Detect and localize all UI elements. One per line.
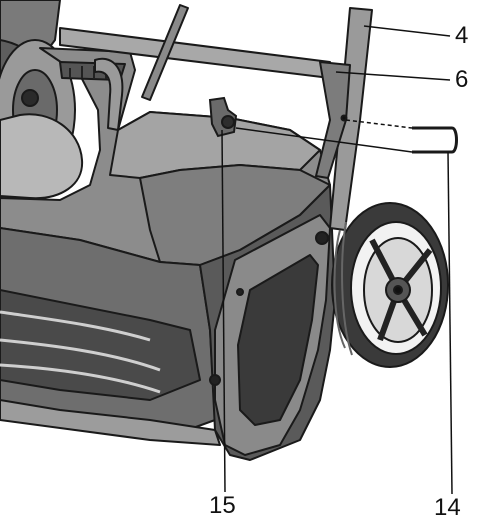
clip-pin-part-14: [412, 126, 458, 154]
leader-lines: [221, 25, 453, 495]
leader-line-14: [447, 151, 453, 495]
knob-part-15: [208, 96, 238, 138]
callout-label-4: 4: [455, 22, 469, 49]
callout-label-14: 14: [434, 494, 461, 521]
callout-label-6: 6: [455, 66, 469, 93]
leader-line-6: [335, 71, 451, 81]
leader-line-pin-path: [235, 127, 413, 153]
handle-frame: [59, 4, 373, 231]
wheel: [331, 202, 449, 368]
machine-body: [0, 0, 336, 461]
leader-line-4: [363, 25, 451, 37]
callout-label-15: 15: [209, 492, 236, 519]
leader-line-15: [221, 129, 226, 493]
